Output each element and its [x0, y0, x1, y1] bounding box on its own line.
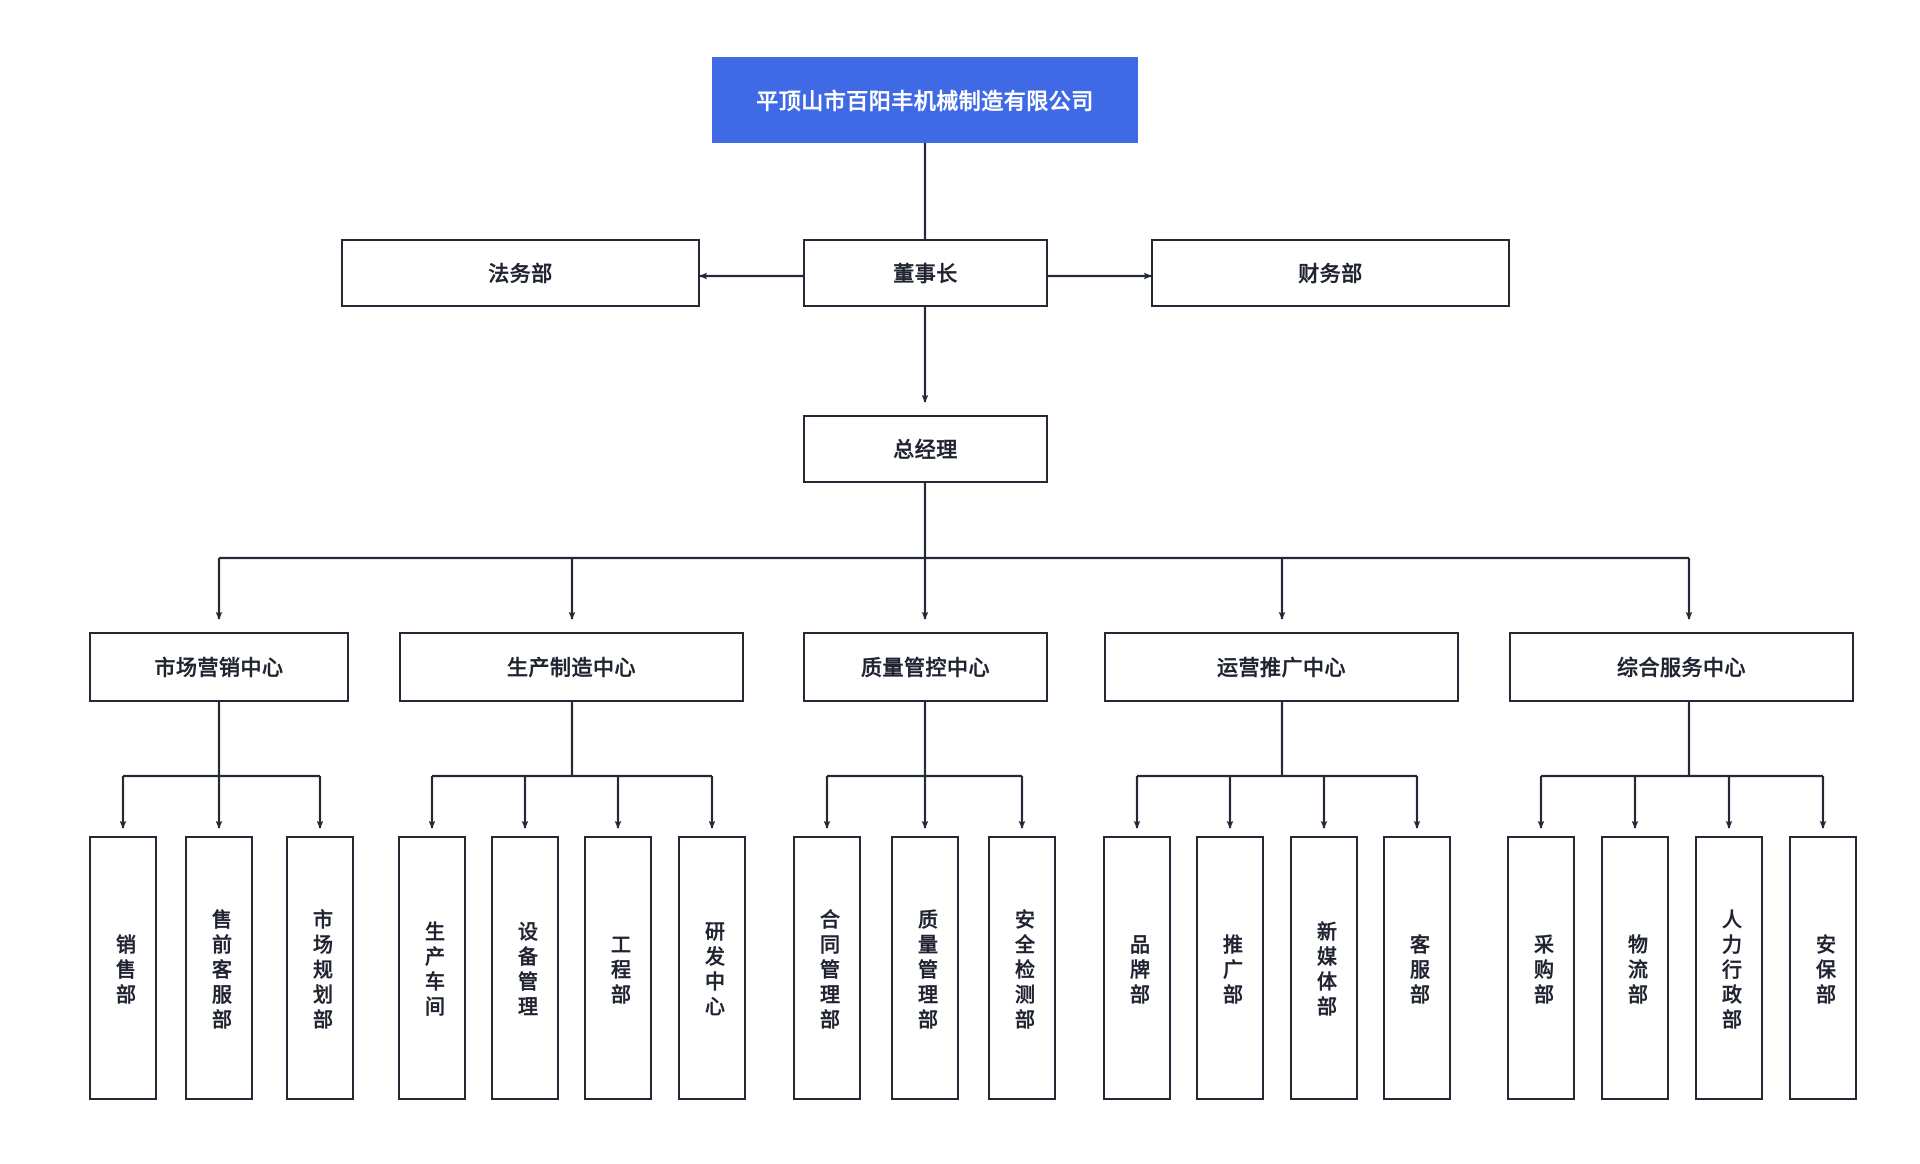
node-label: 运营推广中心 [1217, 657, 1346, 680]
node-label: 售前客服部 [208, 908, 231, 1034]
node-label: 采购部 [1530, 933, 1553, 1009]
node-dept-safety-inspection[interactable]: 安全检测部 [988, 836, 1056, 1100]
node-label: 安全检测部 [1011, 908, 1034, 1034]
node-label: 研发中心 [701, 921, 724, 1021]
node-dept-presales-service[interactable]: 售前客服部 [185, 836, 253, 1100]
node-label: 客服部 [1406, 933, 1429, 1009]
node-label: 人力行政部 [1718, 908, 1741, 1034]
node-legal-department[interactable]: 法务部 [341, 239, 700, 307]
node-dept-customer-service[interactable]: 客服部 [1383, 836, 1451, 1100]
node-label: 财务部 [1298, 263, 1363, 286]
node-label: 品牌部 [1126, 933, 1149, 1009]
node-label: 法务部 [488, 263, 553, 286]
node-chairman[interactable]: 董事长 [803, 239, 1048, 307]
node-dept-sales[interactable]: 销售部 [89, 836, 157, 1100]
node-label: 总经理 [893, 439, 958, 462]
node-label: 销售部 [112, 933, 135, 1009]
node-label: 市场规划部 [309, 908, 332, 1034]
node-general-manager[interactable]: 总经理 [803, 415, 1048, 483]
node-dept-market-planning[interactable]: 市场规划部 [286, 836, 354, 1100]
node-dept-promotion[interactable]: 推广部 [1196, 836, 1264, 1100]
node-label: 综合服务中心 [1617, 657, 1746, 680]
node-dept-logistics[interactable]: 物流部 [1601, 836, 1669, 1100]
node-label: 平顶山市百阳丰机械制造有限公司 [756, 89, 1094, 114]
node-label: 新媒体部 [1313, 921, 1336, 1021]
node-center-quality[interactable]: 质量管控中心 [803, 632, 1048, 702]
node-dept-contract-management[interactable]: 合同管理部 [793, 836, 861, 1100]
node-dept-production-workshop[interactable]: 生产车间 [398, 836, 466, 1100]
node-dept-procurement[interactable]: 采购部 [1507, 836, 1575, 1100]
node-label: 质量管控中心 [861, 657, 990, 680]
node-label: 市场营销中心 [154, 657, 284, 680]
node-label: 物流部 [1624, 933, 1647, 1009]
node-label: 设备管理 [514, 921, 537, 1021]
node-dept-quality-management[interactable]: 质量管理部 [891, 836, 959, 1100]
node-label: 合同管理部 [816, 908, 839, 1034]
node-label: 生产制造中心 [507, 657, 636, 680]
node-dept-engineering[interactable]: 工程部 [584, 836, 652, 1100]
node-dept-rd-center[interactable]: 研发中心 [678, 836, 746, 1100]
node-label: 推广部 [1219, 933, 1242, 1009]
node-dept-brand[interactable]: 品牌部 [1103, 836, 1171, 1100]
node-dept-security[interactable]: 安保部 [1789, 836, 1857, 1100]
node-label: 安保部 [1812, 933, 1835, 1009]
node-dept-new-media[interactable]: 新媒体部 [1290, 836, 1358, 1100]
node-label: 董事长 [893, 263, 958, 286]
node-label: 生产车间 [421, 921, 444, 1021]
node-center-marketing[interactable]: 市场营销中心 [89, 632, 349, 702]
node-label: 工程部 [607, 933, 630, 1009]
node-dept-hr-administration[interactable]: 人力行政部 [1695, 836, 1763, 1100]
node-center-general-services[interactable]: 综合服务中心 [1509, 632, 1854, 702]
node-center-production[interactable]: 生产制造中心 [399, 632, 744, 702]
node-center-operations[interactable]: 运营推广中心 [1104, 632, 1459, 702]
node-label: 质量管理部 [914, 908, 937, 1034]
node-company-root[interactable]: 平顶山市百阳丰机械制造有限公司 [712, 57, 1138, 143]
node-dept-equipment-management[interactable]: 设备管理 [491, 836, 559, 1100]
node-finance-department[interactable]: 财务部 [1151, 239, 1510, 307]
